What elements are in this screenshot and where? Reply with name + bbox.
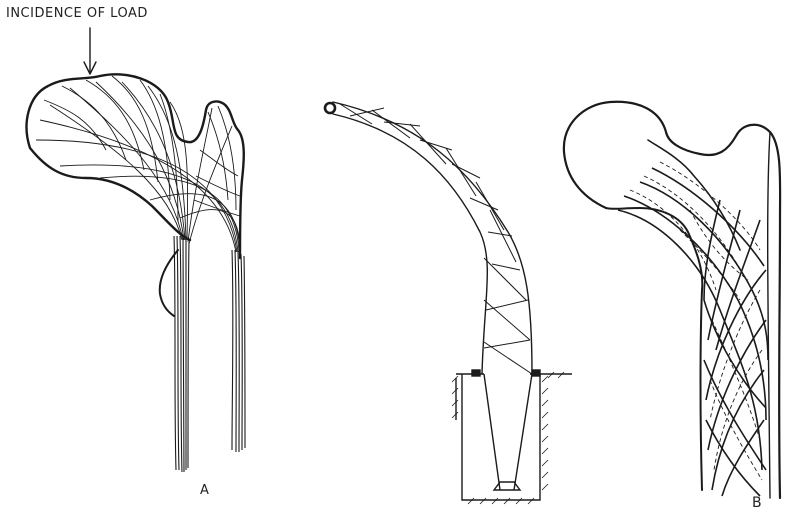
figure-b-label: B xyxy=(752,495,762,511)
femur-b-inner-outline xyxy=(606,208,702,490)
spiral-trabeculae xyxy=(618,168,768,496)
load-arrow xyxy=(84,28,96,74)
femur-b-cortex xyxy=(768,132,770,498)
crane-hook xyxy=(325,103,335,113)
femur-b-neck-line xyxy=(648,140,740,250)
femur-b-outline xyxy=(564,102,780,498)
crane-boom-upper xyxy=(333,102,532,374)
crane-boom-lower xyxy=(333,114,487,374)
figure-a-label: A xyxy=(200,483,209,498)
femur-a-shaft xyxy=(174,236,245,472)
crane-foundation xyxy=(456,370,572,500)
incidence-of-load-label: INCIDENCE OF LOAD xyxy=(6,6,148,21)
femur-b xyxy=(564,102,780,498)
crane-lattice xyxy=(340,104,532,374)
femur-a xyxy=(27,28,245,472)
ground-hatching xyxy=(452,372,564,504)
crane-diagram xyxy=(325,102,572,504)
